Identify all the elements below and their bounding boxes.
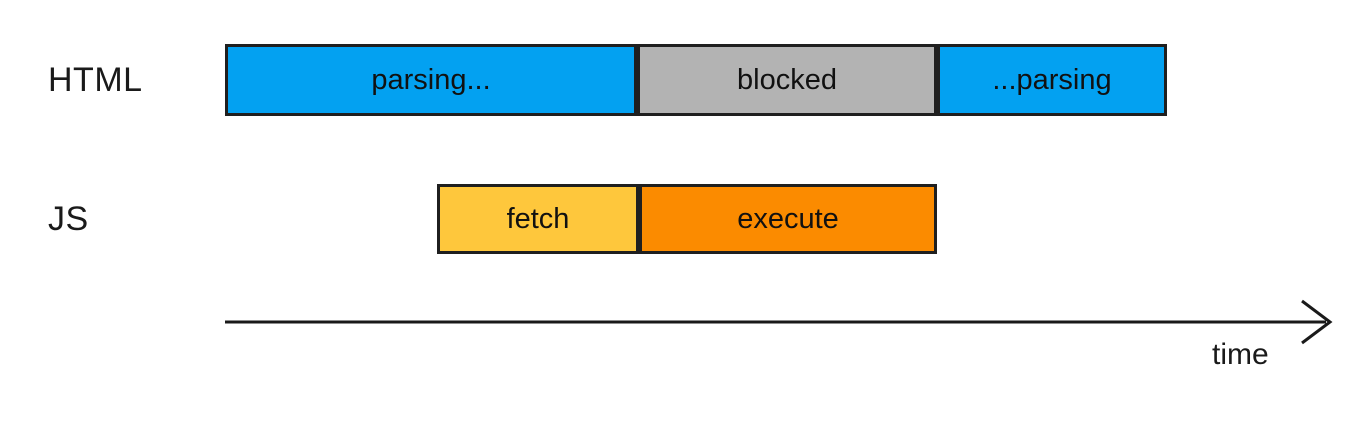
segment-html-parsing-resume: ...parsing: [937, 44, 1167, 116]
time-axis-label: time: [1212, 338, 1269, 371]
js-timeline-row: fetch execute: [437, 184, 937, 254]
row-label-js: JS: [48, 199, 89, 238]
segment-html-blocked: blocked: [637, 44, 937, 116]
html-timeline-row: parsing... blocked ...parsing: [225, 44, 1167, 116]
segment-js-execute: execute: [639, 184, 937, 254]
segment-js-fetch: fetch: [437, 184, 639, 254]
segment-html-parsing-start: parsing...: [225, 44, 637, 116]
row-label-html: HTML: [48, 60, 143, 99]
